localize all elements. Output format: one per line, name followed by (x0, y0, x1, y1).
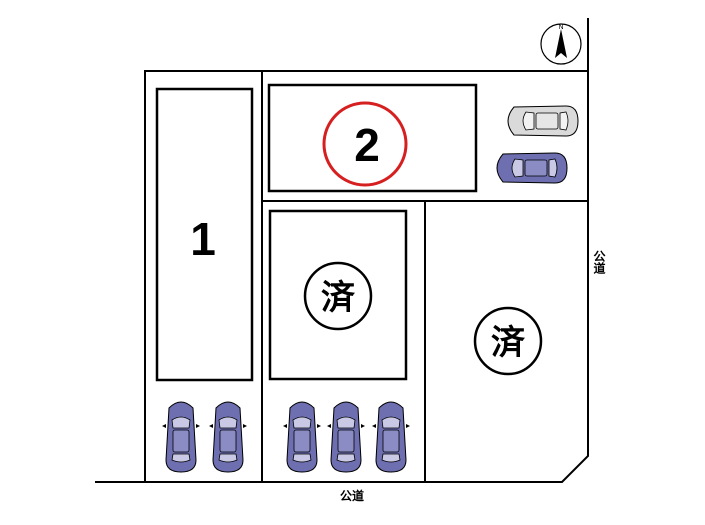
road-label-south: 公道 (340, 488, 364, 503)
compass-label: N (558, 24, 563, 31)
lot-1-building[interactable] (155, 87, 254, 382)
lot-4-sold-label: 済 (491, 324, 526, 362)
lot-3-sold-circle (303, 261, 373, 331)
site-boundary (144, 70, 589, 483)
lot-2-label: 2 (354, 119, 380, 171)
road-label-east: 公道 (592, 250, 606, 275)
lot-4-sold-circle (473, 306, 543, 376)
car-icon (371, 401, 411, 473)
lot-3-sold-label: 済 (321, 279, 356, 317)
car-icon (208, 401, 248, 473)
car-icon (507, 105, 579, 137)
compass-icon: N (540, 23, 582, 65)
lot-2-highlight-circle (322, 101, 408, 187)
car-icon (282, 401, 322, 473)
car-icon (161, 401, 201, 473)
car-icon (496, 152, 568, 184)
car-icon (326, 401, 366, 473)
lot-1-label: 1 (190, 213, 216, 265)
